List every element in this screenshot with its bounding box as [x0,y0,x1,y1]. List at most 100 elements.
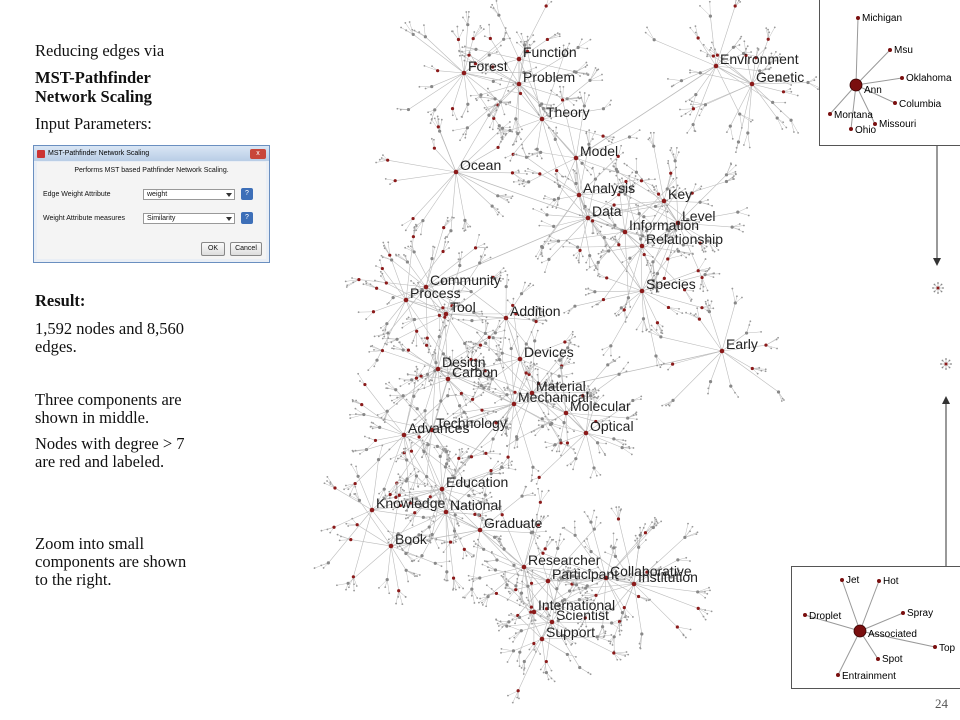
leaf-node [567,177,570,180]
leaf-node [323,482,326,485]
leaf-node [784,101,787,104]
edge [523,524,539,568]
node-label: Spray [907,608,933,619]
cancel-button[interactable]: Cancel [230,242,262,256]
edge [541,55,565,120]
leaf-node [463,230,466,232]
leaf-node [412,423,414,426]
edge [494,394,508,404]
leaf-node [499,274,502,277]
node [495,558,499,562]
edge [769,53,772,64]
leaf-node [472,545,475,548]
close-button[interactable]: x [250,148,266,159]
edge [496,345,500,360]
node [509,346,513,351]
edge [594,290,643,293]
edge [635,535,639,548]
leaf-node [507,101,510,104]
edge [445,511,495,538]
leaf-node [506,661,509,663]
node [540,417,544,421]
node [446,394,450,398]
leaf-node [347,586,350,589]
ok-button[interactable]: OK [201,242,225,256]
leaf-node [378,158,381,161]
leaf-node [408,21,411,23]
edge [606,277,643,292]
edge [721,350,779,393]
leaf-node [696,240,699,242]
leaf-node [734,391,736,394]
edge [500,101,505,115]
leaf-node [369,283,372,286]
edge [402,319,415,328]
leaf-node [505,433,508,436]
edge [524,621,553,662]
node [513,390,517,394]
edge [431,534,439,549]
edge [425,217,589,288]
node [612,651,616,655]
leaf-node [385,387,388,390]
node [349,537,353,542]
leaf-node [535,483,538,485]
leaf-node [654,286,657,289]
leaf-node [489,522,492,525]
leaf-node [563,538,565,541]
leaf-node [497,105,500,108]
leaf-node [444,451,447,454]
help-button-2[interactable]: ? [241,212,253,224]
edge [649,331,661,338]
edge [535,426,543,436]
leaf-node [507,466,510,469]
leaf-node [625,651,628,653]
leaf-node [767,28,769,31]
node [566,346,570,350]
edge [679,108,694,110]
leaf-node [536,368,539,371]
edge [368,360,378,371]
leaf-node [711,41,713,44]
edge-weight-select[interactable]: weight [143,188,235,200]
edge [439,119,443,132]
leaf-node [326,475,329,478]
weight-measure-select[interactable]: Similarity [143,212,235,224]
leaf-node [387,541,390,544]
edge [507,589,516,601]
leaf-node [764,47,767,49]
leaf-node [585,261,588,264]
node [470,397,475,401]
leaf-node [388,592,391,595]
edge [503,548,525,568]
leaf-node [556,132,558,134]
node [386,331,390,335]
node [638,533,642,537]
leaf-node [657,574,660,577]
hub-node [563,410,569,416]
help-button-1[interactable]: ? [241,188,253,200]
leaf-node [481,71,484,74]
leaf-node [498,344,500,346]
leaf-node [671,85,673,88]
node [437,313,441,317]
node [540,102,544,106]
leaf-node [512,143,515,146]
edge [562,86,564,100]
leaf-node [649,222,652,225]
leaf-node [584,545,587,548]
edge [484,481,488,496]
leaf-node [656,569,659,571]
leaf-node [476,597,479,599]
leaf-node [413,559,416,562]
leaf-node [598,275,601,278]
node [477,513,481,517]
leaf-node [500,77,503,80]
leaf-node [617,313,620,316]
edge [481,438,494,448]
leaf-node [522,602,525,605]
hub-node [583,430,589,436]
node [671,398,675,402]
leaf-node [453,527,456,530]
edge [538,432,587,478]
